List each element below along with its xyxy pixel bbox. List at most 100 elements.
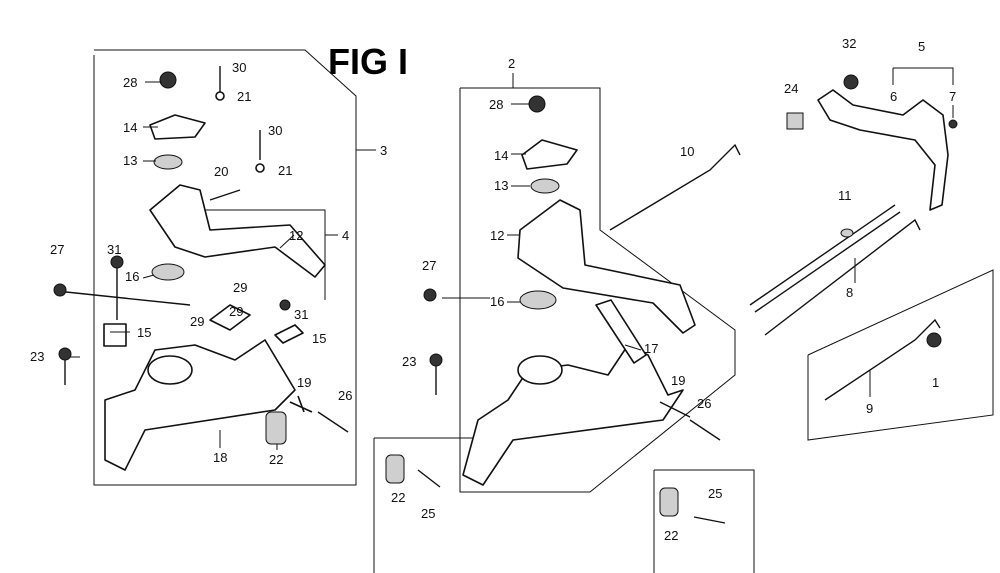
callout-label: 8 bbox=[846, 285, 853, 300]
clip-15-left bbox=[103, 323, 127, 347]
bolt-23-left bbox=[58, 347, 72, 361]
rod-8 bbox=[764, 218, 921, 336]
callout-label: 18 bbox=[213, 450, 227, 465]
spring-19-left bbox=[289, 395, 313, 413]
right-callout-labels: 32 5 24 6 7 11 8 9 1 22 25 bbox=[664, 36, 956, 543]
callout-label: 23 bbox=[402, 354, 416, 369]
callout-label: 4 bbox=[342, 228, 349, 243]
callout-label: 19 bbox=[671, 373, 685, 388]
middle-callout-labels: 2 28 14 10 13 12 27 16 17 23 19 26 22 25 bbox=[391, 56, 711, 521]
callout-label: 14 bbox=[123, 120, 137, 135]
rod-9 bbox=[824, 318, 941, 401]
callout-label: 15 bbox=[312, 331, 326, 346]
callout-label: 21 bbox=[278, 163, 292, 178]
middle-assembly bbox=[373, 73, 741, 573]
callout-label: 26 bbox=[697, 396, 711, 411]
bolt-23-mid bbox=[429, 353, 443, 367]
callout-label: 5 bbox=[918, 39, 925, 54]
washer-16-mid bbox=[519, 290, 557, 310]
callout-label: 2 bbox=[508, 56, 515, 71]
nut-32 bbox=[843, 74, 859, 90]
bolt-27-mid bbox=[423, 288, 437, 302]
collar-22-left bbox=[265, 411, 287, 445]
rod-11-upper bbox=[749, 204, 896, 306]
leader-12-left bbox=[279, 234, 295, 249]
callout-label: 14 bbox=[494, 148, 508, 163]
callout-label: 29 bbox=[190, 314, 204, 329]
callout-label: 22 bbox=[664, 528, 678, 543]
callout-label: 15 bbox=[137, 325, 151, 340]
callout-label: 12 bbox=[289, 228, 303, 243]
bracket-17 bbox=[595, 299, 647, 364]
mount-boss-left bbox=[147, 355, 193, 385]
callout-label: 30 bbox=[268, 123, 282, 138]
callout-label: 16 bbox=[490, 294, 504, 309]
screw-25-right bbox=[693, 516, 726, 524]
clip-1 bbox=[926, 332, 942, 348]
mount-boss-mid bbox=[517, 355, 563, 385]
callout-label: 6 bbox=[890, 89, 897, 104]
leader-16-left bbox=[142, 274, 155, 279]
callout-label: 26 bbox=[338, 388, 352, 403]
callout-label: 22 bbox=[269, 452, 283, 467]
collar-22-mid bbox=[385, 454, 405, 484]
clip-21-upper bbox=[215, 91, 225, 101]
rod-9-boundary bbox=[807, 269, 994, 441]
callout-label: 12 bbox=[490, 228, 504, 243]
washer-13-left bbox=[153, 154, 183, 170]
governor-arm-6 bbox=[817, 89, 949, 211]
spring-20 bbox=[209, 189, 241, 201]
callout-label: 20 bbox=[214, 164, 228, 179]
base-plate-mid bbox=[462, 344, 684, 486]
lever-14-mid bbox=[521, 139, 578, 170]
bolt-31-left bbox=[110, 255, 124, 269]
bolt-31-right bbox=[279, 299, 291, 311]
bolt-24 bbox=[786, 112, 804, 130]
callout-label: 7 bbox=[949, 89, 956, 104]
right-bottom-box bbox=[654, 469, 755, 573]
collar-22-right bbox=[659, 487, 679, 517]
washer-13-mid bbox=[530, 178, 560, 194]
callout-label: 19 bbox=[297, 375, 311, 390]
callout-label: 23 bbox=[30, 349, 44, 364]
callout-label: 13 bbox=[123, 153, 137, 168]
callout-label: 27 bbox=[50, 242, 64, 257]
callout-label: 30 bbox=[232, 60, 246, 75]
callout-label: 3 bbox=[380, 143, 387, 158]
control-plate-12-left bbox=[149, 184, 326, 278]
figure-title: FIG I bbox=[328, 41, 408, 82]
callout-label: 16 bbox=[125, 269, 139, 284]
bolt-7 bbox=[948, 119, 958, 129]
callout-label: 10 bbox=[680, 144, 694, 159]
callout-label: 11 bbox=[838, 188, 852, 203]
callout-label: 13 bbox=[494, 178, 508, 193]
callout-label: 32 bbox=[842, 36, 856, 51]
middle-assembly-boundary bbox=[459, 87, 736, 493]
callout-label: 9 bbox=[866, 401, 873, 416]
callout-label: 31 bbox=[294, 307, 308, 322]
base-plate-18-left bbox=[104, 339, 296, 471]
callout-label: 1 bbox=[932, 375, 939, 390]
lever-14-left bbox=[149, 114, 206, 140]
left-assembly bbox=[53, 49, 376, 486]
clip-15-right bbox=[274, 324, 304, 344]
screw-26-left bbox=[317, 411, 349, 433]
bracket-4 bbox=[196, 209, 326, 300]
callout-label: 22 bbox=[391, 490, 405, 505]
bolt-27-shaft-left bbox=[65, 291, 191, 306]
bolt-27-left bbox=[53, 283, 67, 297]
callout-label: 25 bbox=[421, 506, 435, 521]
spring-11 bbox=[840, 228, 854, 238]
bracket-5 bbox=[893, 67, 954, 85]
callout-label: 24 bbox=[784, 81, 798, 96]
callout-label: 31 bbox=[107, 242, 121, 257]
screw-26-mid bbox=[689, 419, 721, 441]
washer-16-left bbox=[151, 263, 185, 281]
spring-10 bbox=[609, 143, 741, 231]
clip-21-lower bbox=[255, 163, 265, 173]
screw-25-mid bbox=[417, 469, 441, 488]
spring-19-mid bbox=[659, 401, 691, 418]
leader-17-mid bbox=[624, 344, 642, 351]
left-callout-labels: 30 28 21 30 14 13 21 20 3 12 4 31 27 16 … bbox=[30, 60, 387, 467]
right-assembly bbox=[653, 67, 994, 573]
